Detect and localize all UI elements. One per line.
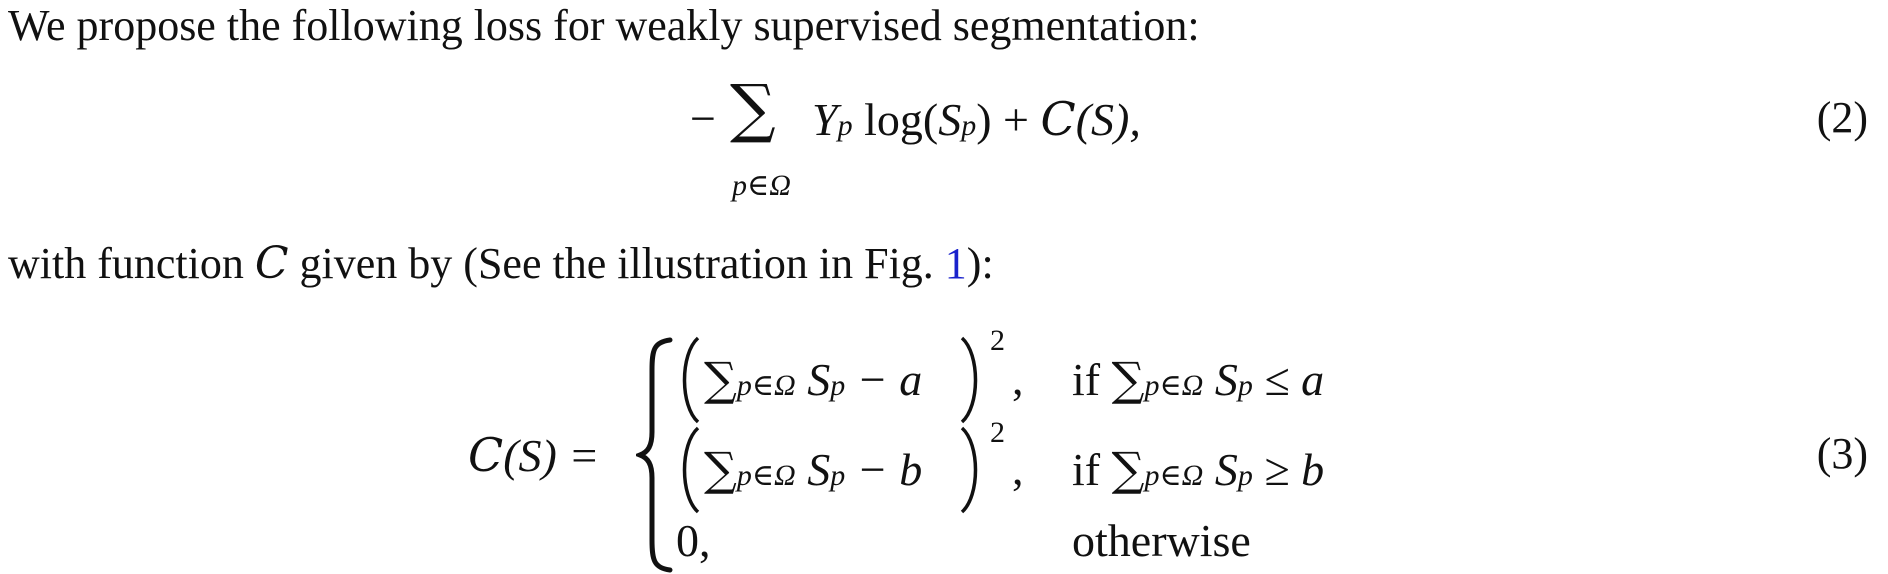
right-paren [960, 426, 978, 514]
comma: , [1012, 443, 1024, 494]
case-1-expression: ∑p∈Ω Sp − a [704, 352, 923, 406]
equation-number-2: (2) [1816, 93, 1868, 142]
equation-number-3: (3) [1816, 429, 1868, 478]
case-3-condition: otherwise [1072, 515, 1251, 566]
cases-brace [636, 337, 673, 573]
case-3-expression: 0, [676, 515, 711, 566]
power: 2 [990, 324, 1005, 357]
power: 2 [990, 416, 1005, 449]
eq2-sum-symbol: ∑ [730, 72, 776, 146]
eq2-body: Yp log(Sp) + C(S), [812, 92, 1141, 146]
left-paren [682, 426, 700, 514]
eq2-sum-subscript: p∈Ω [732, 169, 791, 202]
intro-text: We propose the following loss for weakly… [8, 1, 1200, 50]
case-1-condition: if ∑p∈Ω Sp ≤ a [1072, 352, 1325, 406]
right-paren [960, 336, 978, 424]
left-paren [682, 336, 700, 424]
case-2-expression: ∑p∈Ω Sp − b [704, 442, 923, 496]
case-2-condition: if ∑p∈Ω Sp ≥ b [1072, 442, 1325, 496]
eq2-minus: − [690, 93, 716, 144]
eq3-lhs: C(S) = [468, 428, 600, 482]
figure-link[interactable]: 1 [944, 239, 967, 288]
comma: , [1012, 353, 1024, 404]
function-description: with function C given by (See the illust… [8, 238, 994, 289]
